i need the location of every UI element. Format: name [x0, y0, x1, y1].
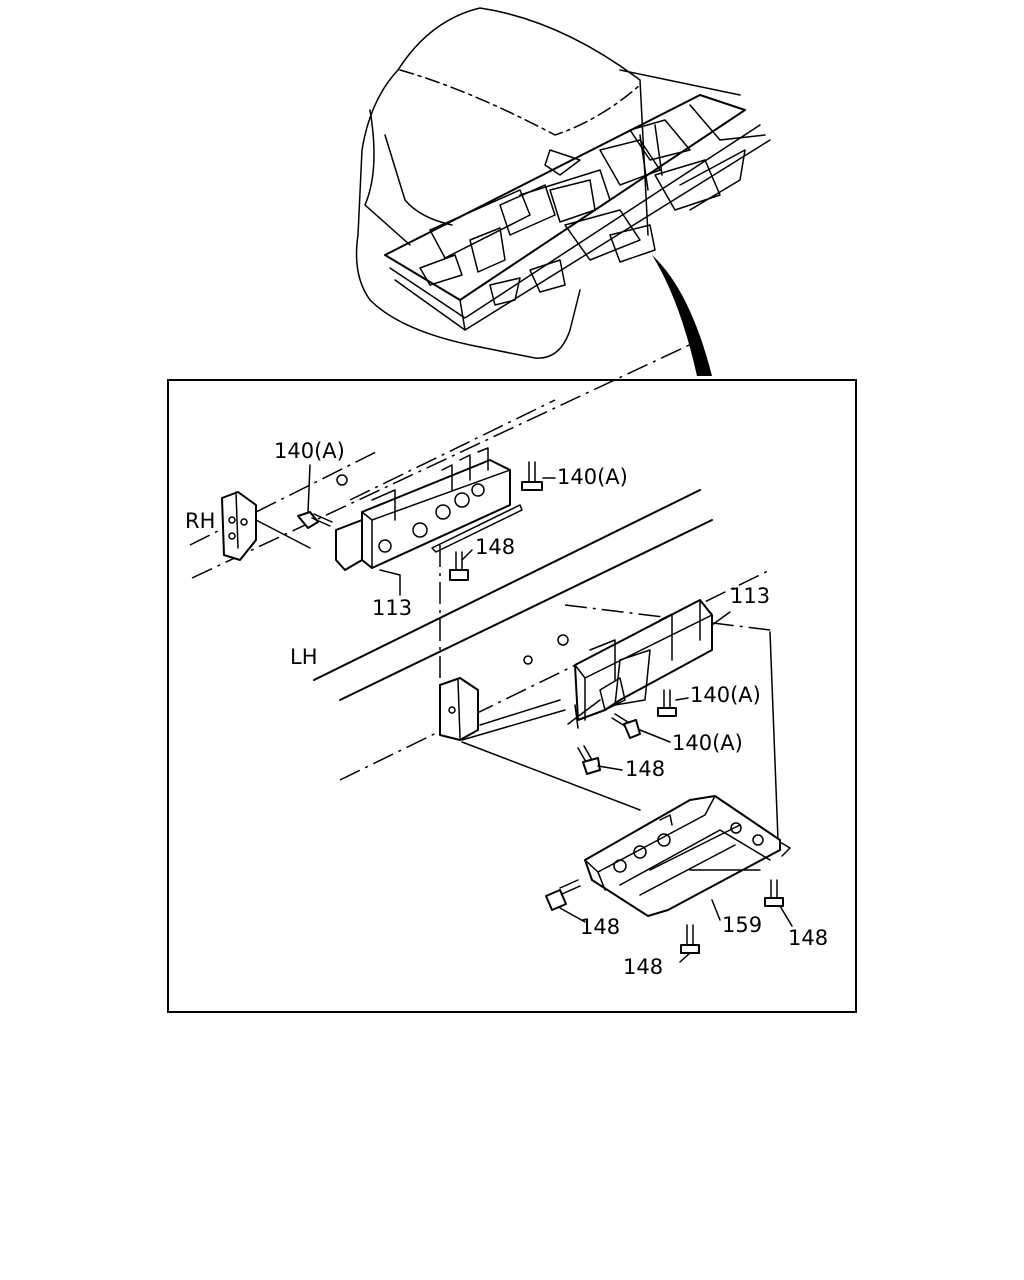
label-lh: LH: [290, 645, 318, 669]
rh-side-assembly: [189, 339, 701, 700]
label-rh: RH: [185, 509, 215, 533]
bolt-148-left: [545, 879, 581, 911]
bolt-140a-lh-top: [657, 689, 677, 717]
part-113-rh: [335, 447, 523, 571]
bolt-140a-lh-side: [611, 713, 641, 739]
label-113-lh: 113: [730, 584, 770, 608]
label-148-rh: 148: [475, 535, 515, 559]
label-140a-lh-top: 140(A): [690, 683, 761, 707]
part-113-lh: [523, 599, 713, 729]
label-148-left: 148: [580, 915, 620, 939]
label-148-bottom: 148: [623, 955, 663, 979]
bolt-148-bottom: [680, 924, 700, 954]
lh-side-assembly: [313, 489, 779, 841]
detail-frame: [167, 379, 857, 1013]
bolt-148-rh: [449, 551, 469, 581]
truck-overview: [355, 7, 771, 376]
bolt-140a-rh-top: [521, 461, 543, 491]
label-140a-rh-top-right: 140(A): [557, 465, 628, 489]
label-159: 159: [722, 913, 762, 937]
label-140a-rh-top-left: 140(A): [274, 439, 345, 463]
bolt-148-lh: [577, 745, 601, 775]
bolt-148-right: [764, 879, 784, 907]
label-148-lh: 148: [625, 757, 665, 781]
part-159: [545, 795, 791, 954]
label-113-rh: 113: [372, 596, 412, 620]
label-140a-lh-side: 140(A): [672, 731, 743, 755]
bolt-140a-rh-side: [297, 511, 333, 529]
label-148-right: 148: [788, 926, 828, 950]
